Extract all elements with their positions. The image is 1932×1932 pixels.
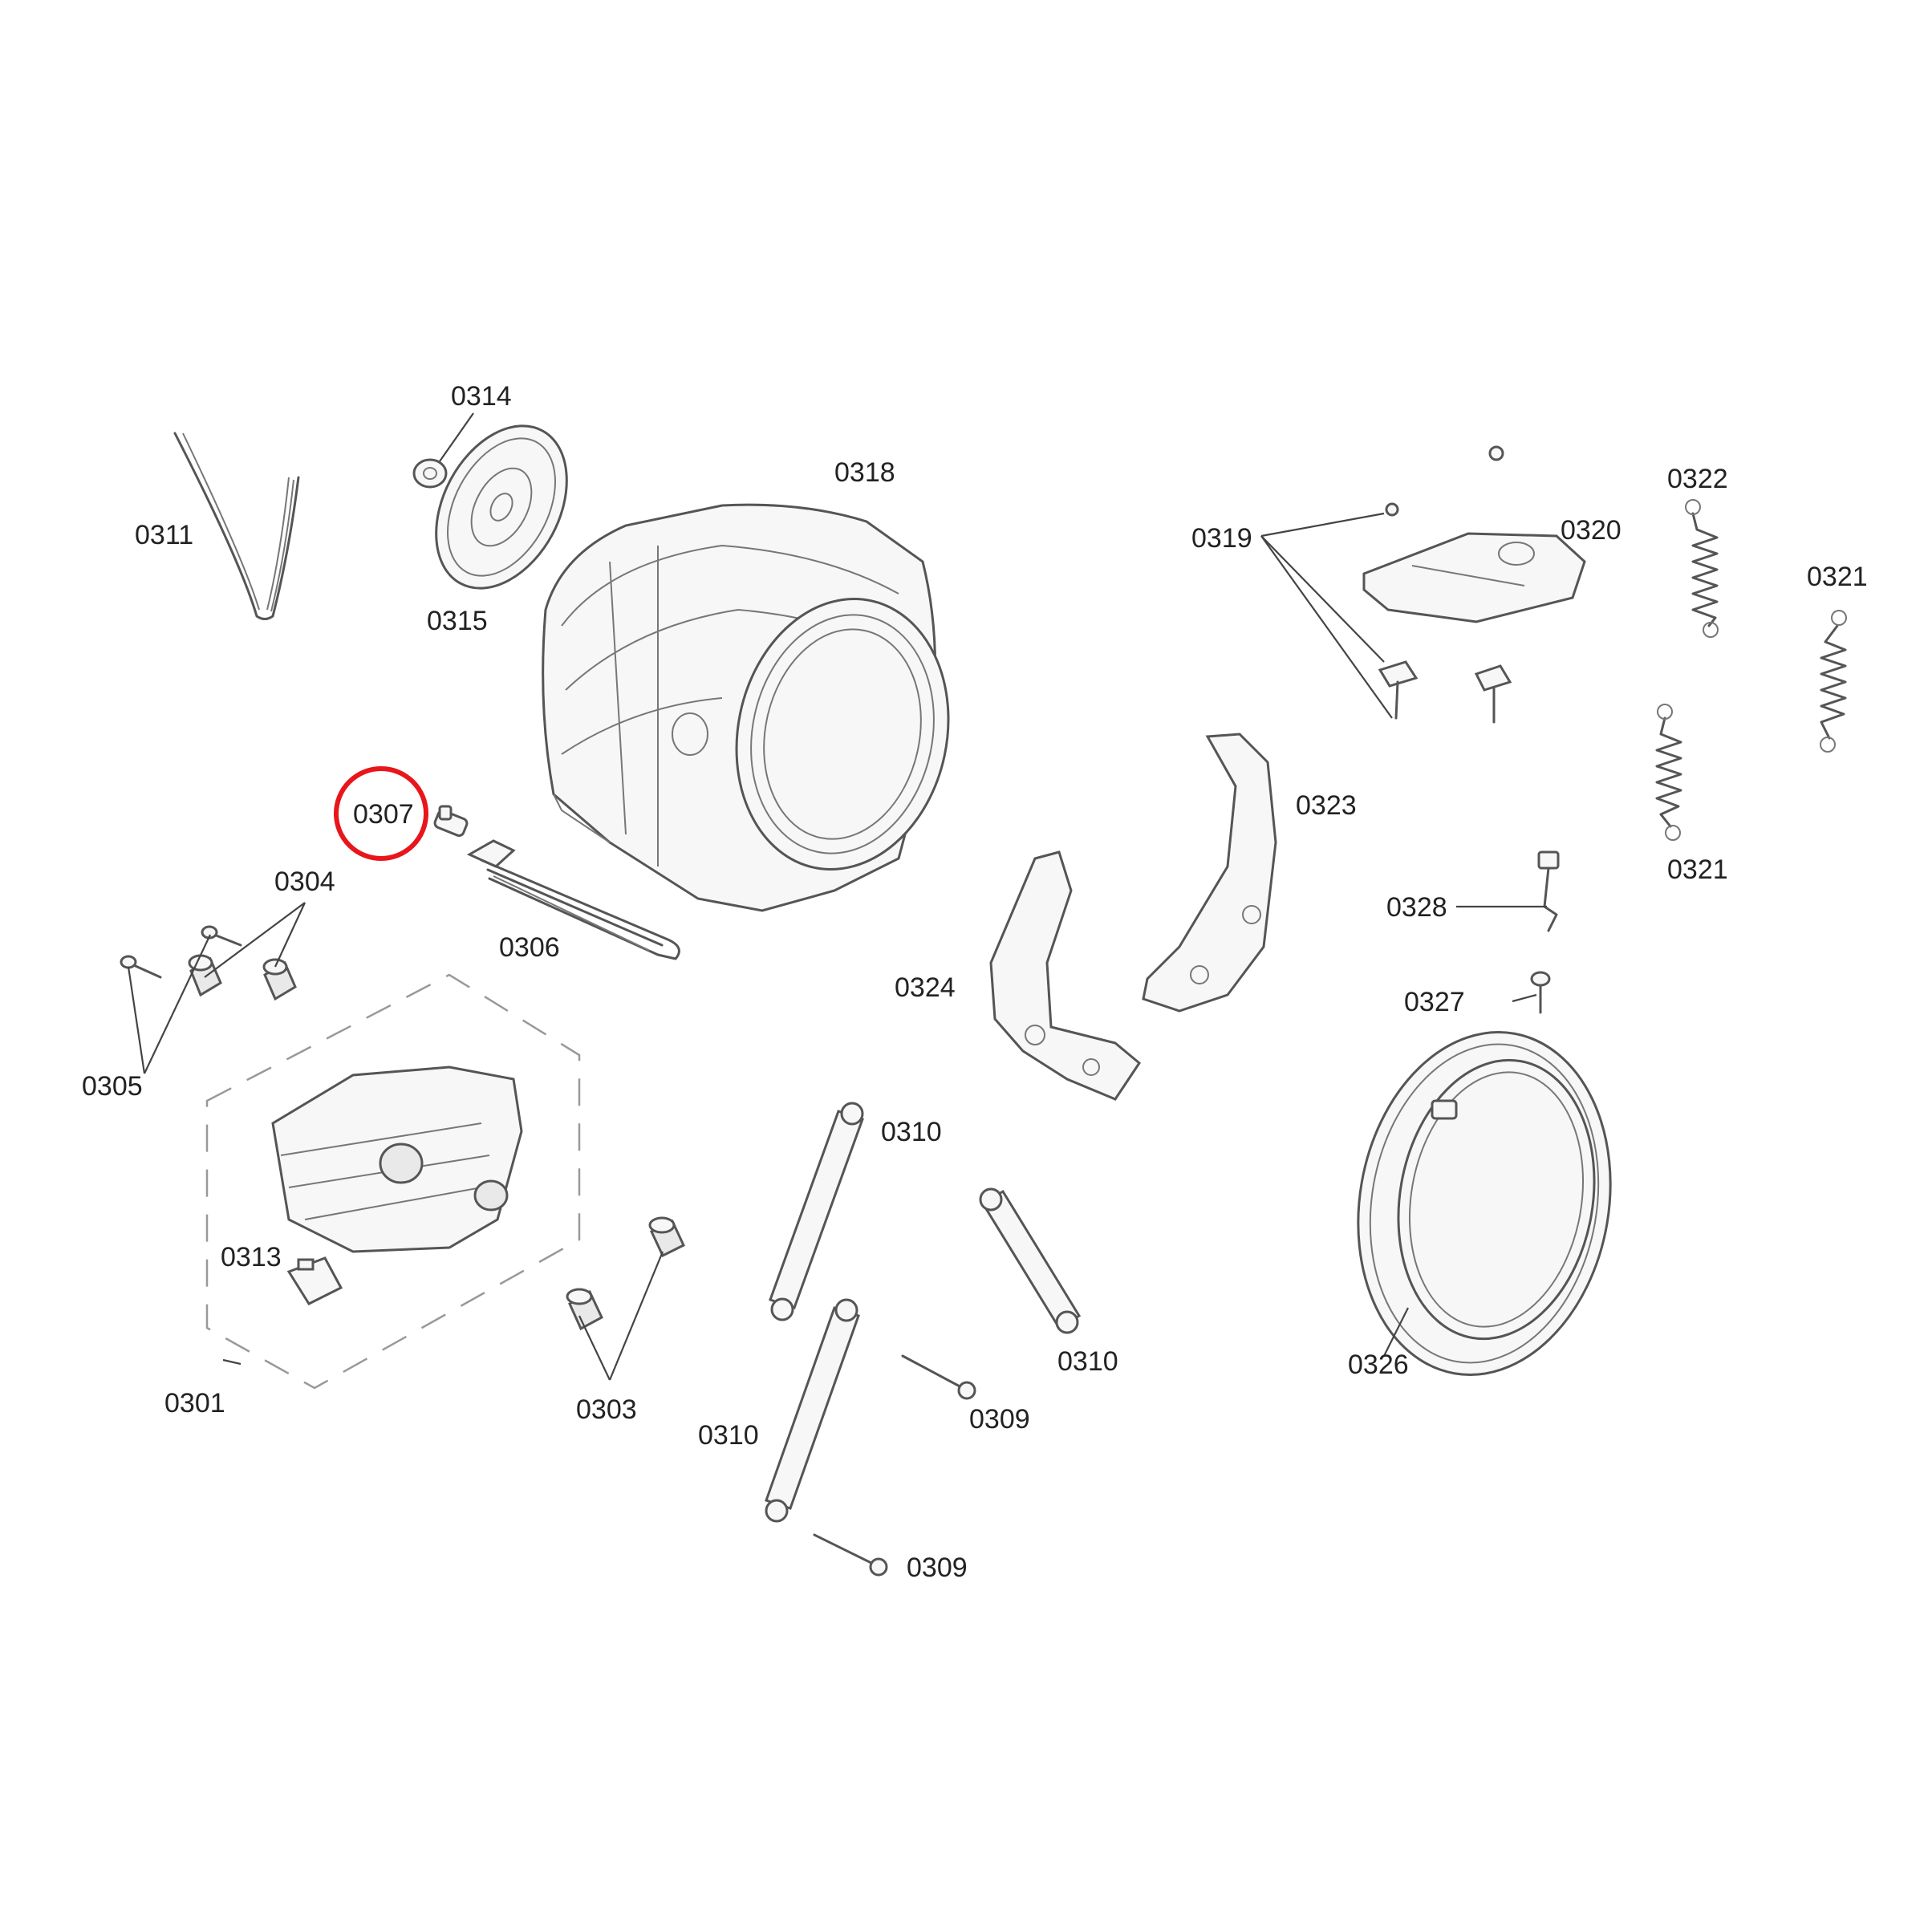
label-0307: 0307 xyxy=(353,799,414,830)
label-0311: 0311 xyxy=(135,520,193,550)
heating-element-0306[interactable] xyxy=(466,839,680,960)
label-0309-lower: 0309 xyxy=(907,1552,968,1583)
label-0321-upper: 0321 xyxy=(1807,562,1868,592)
label-0310-lower: 0310 xyxy=(698,1420,759,1451)
drive-belt-0311[interactable] xyxy=(173,432,300,620)
damper-0310-right[interactable] xyxy=(979,1187,1082,1334)
callout-labels: 0314 0311 0315 0318 0319 0320 0322 0321 … xyxy=(82,381,1868,1583)
top-bracket-0320[interactable] xyxy=(1362,532,1586,623)
label-0304: 0304 xyxy=(274,867,335,897)
label-0324: 0324 xyxy=(895,972,956,1003)
label-0313: 0313 xyxy=(221,1242,282,1272)
sensor-0328[interactable] xyxy=(1537,850,1560,932)
drum-pulley-0315[interactable] xyxy=(410,404,594,611)
pulley-nut-0314[interactable] xyxy=(412,458,448,489)
ntc-sensor-0307[interactable] xyxy=(433,805,469,838)
highlight-circle xyxy=(334,766,428,861)
screws-0319[interactable] xyxy=(1378,445,1512,724)
label-0320: 0320 xyxy=(1561,515,1622,546)
feet-0303[interactable] xyxy=(566,1216,685,1331)
label-0318: 0318 xyxy=(834,457,895,488)
label-0314: 0314 xyxy=(451,381,512,412)
label-0323: 0323 xyxy=(1296,790,1357,821)
label-0306: 0306 xyxy=(499,932,560,963)
damper-0310-lower[interactable] xyxy=(765,1298,860,1523)
carbon-brush-0313[interactable] xyxy=(286,1256,343,1305)
label-0310-upper: 0310 xyxy=(881,1117,942,1147)
spring-0322[interactable] xyxy=(1685,499,1719,638)
label-0301: 0301 xyxy=(164,1388,225,1419)
door-seal-0326[interactable] xyxy=(1332,1012,1637,1394)
tub-assembly-0318[interactable] xyxy=(542,503,973,912)
label-0319: 0319 xyxy=(1191,523,1252,554)
label-0326: 0326 xyxy=(1348,1350,1409,1380)
label-0309-upper: 0309 xyxy=(969,1404,1030,1435)
spring-0321-lower[interactable] xyxy=(1655,704,1682,841)
bracket-0323[interactable] xyxy=(1142,733,1277,1013)
bracket-0324[interactable] xyxy=(989,850,1141,1101)
damper-0310-upper[interactable] xyxy=(769,1102,864,1321)
spring-0321-upper[interactable] xyxy=(1820,610,1847,753)
label-0322: 0322 xyxy=(1667,464,1728,494)
motor-group-0301[interactable] xyxy=(205,973,581,1390)
label-0315: 0315 xyxy=(427,606,488,636)
screws-0305[interactable] xyxy=(120,925,242,979)
label-0303: 0303 xyxy=(576,1394,637,1425)
label-0310-right: 0310 xyxy=(1057,1346,1118,1377)
label-0327: 0327 xyxy=(1404,987,1465,1017)
leader-lines xyxy=(127,412,1547,1381)
label-0328: 0328 xyxy=(1386,892,1447,923)
label-0321-lower: 0321 xyxy=(1667,854,1728,885)
label-0305: 0305 xyxy=(82,1071,143,1102)
screw-0327[interactable] xyxy=(1530,971,1551,1014)
bolts-0309[interactable] xyxy=(813,1354,976,1577)
